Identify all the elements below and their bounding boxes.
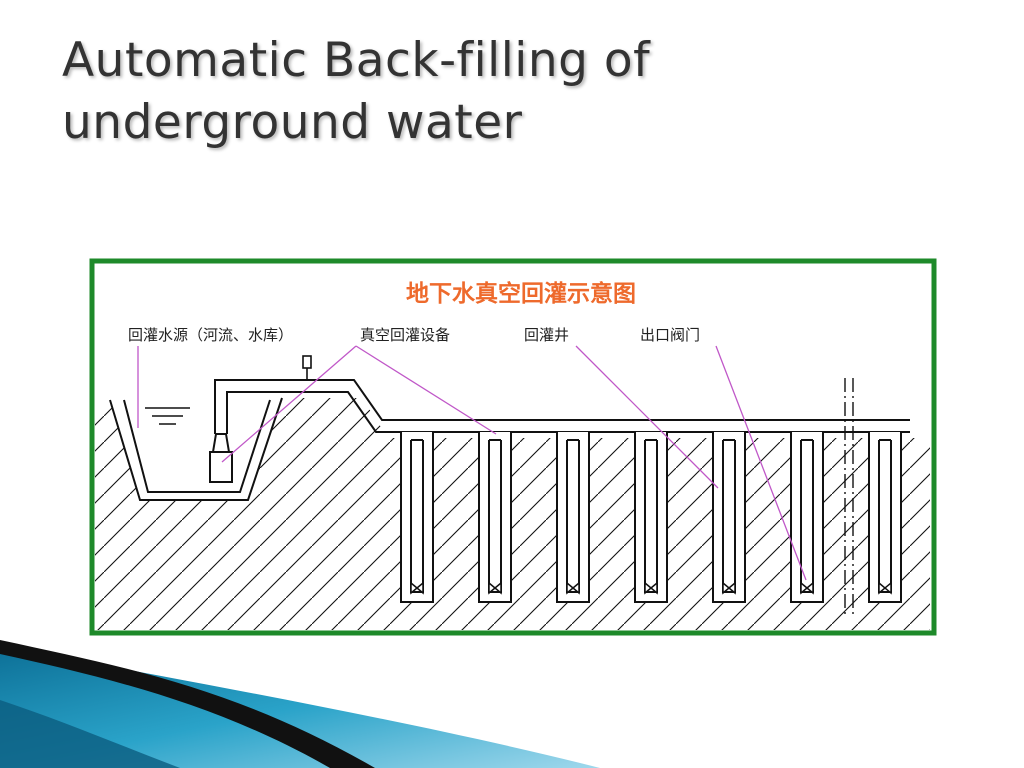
recharge-well: [868, 432, 902, 603]
valve-icon: [878, 581, 892, 595]
label-water-source: 回灌水源（河流、水库）: [128, 326, 293, 344]
valve-icon: [488, 581, 502, 595]
valve-icon: [800, 581, 814, 595]
recharge-well: [790, 432, 824, 603]
deep-blue-swoosh: [0, 700, 180, 768]
valve-icon: [410, 581, 424, 595]
recharge-well: [400, 432, 434, 603]
break-line: [844, 378, 854, 615]
label-vacuum-equipment: 真空回灌设备: [360, 326, 450, 344]
label-outlet-valve: 出口阀门: [640, 326, 700, 344]
dark-swoosh: [0, 640, 375, 768]
reservoir-water: [124, 400, 270, 492]
valve-icon: [644, 581, 658, 595]
label-recharge-well: 回灌井: [524, 326, 569, 344]
recharge-well: [634, 432, 668, 603]
reservoir: [109, 397, 283, 501]
slide-title: Automatic Back-filling of underground wa…: [62, 33, 651, 150]
leader-lines: [137, 345, 807, 581]
recharge-well: [712, 432, 746, 603]
valve-icon: [566, 581, 580, 595]
diagram-title: 地下水真空回灌示意图: [406, 280, 636, 307]
recharge-well: [478, 432, 512, 603]
recharge-wells: [400, 432, 902, 603]
vacuum-gauge-icon: [302, 355, 312, 380]
vacuum-pipe: [214, 379, 910, 434]
recharge-well: [556, 432, 590, 603]
water-level-icon: [145, 407, 190, 425]
valve-icon: [722, 581, 736, 595]
